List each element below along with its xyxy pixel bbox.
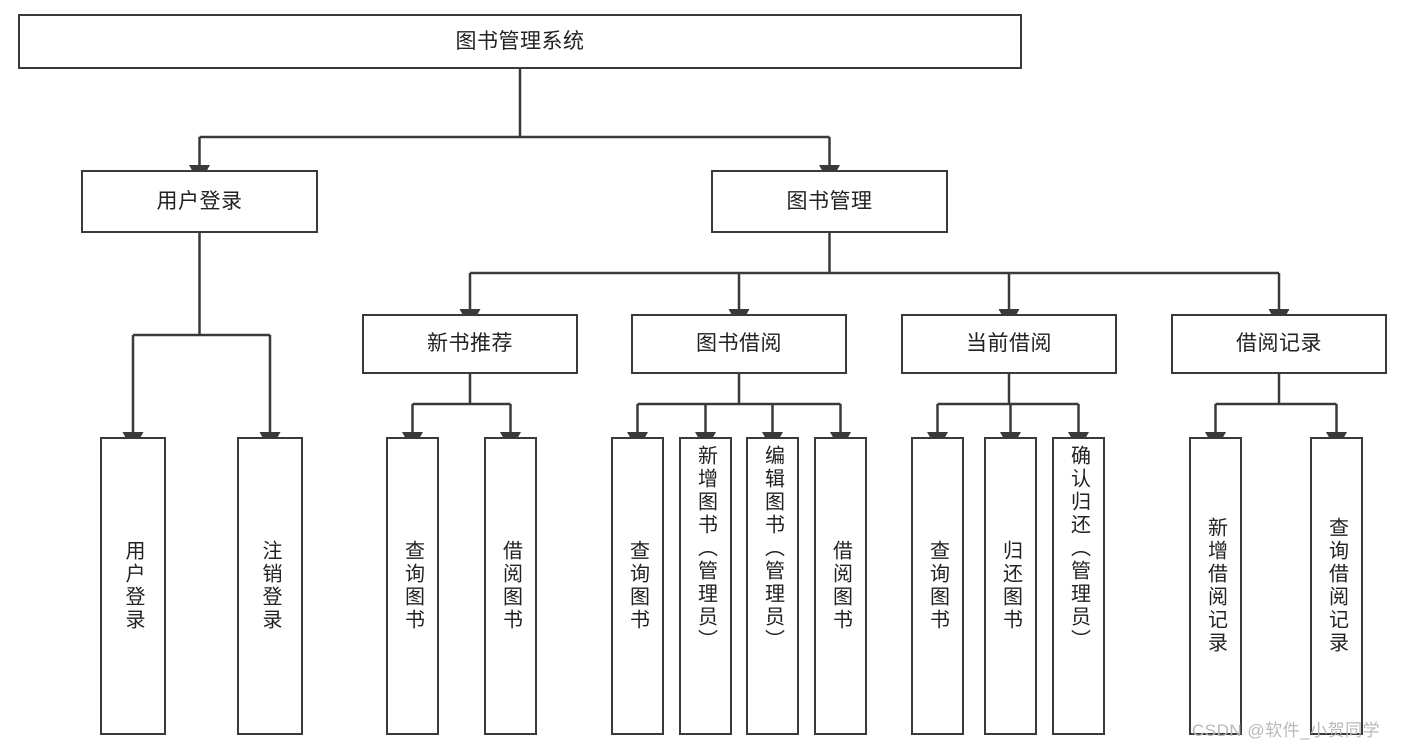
node-label: 用户登录 bbox=[156, 189, 243, 213]
node-label: 编辑图书（管理员） bbox=[761, 445, 784, 652]
node-label: 当前借阅 bbox=[966, 332, 1052, 356]
node-leaf-borrow-book-1: 借阅图书 bbox=[484, 437, 537, 735]
node-leaf-borrow-book-2: 借阅图书 bbox=[814, 437, 867, 735]
node-leaf-return-book: 归还图书 bbox=[984, 437, 1037, 735]
node-leaf-user-logout: 注销登录 bbox=[237, 437, 303, 735]
node-user-login: 用户登录 bbox=[81, 170, 318, 233]
node-leaf-query-book-3: 查询图书 bbox=[911, 437, 964, 735]
node-new-book-rec: 新书推荐 bbox=[362, 314, 578, 374]
node-label: 查询图书 bbox=[926, 540, 949, 632]
node-leaf-query-book-1: 查询图书 bbox=[386, 437, 439, 735]
node-label: 查询图书 bbox=[401, 540, 424, 632]
node-label: 注销登录 bbox=[259, 540, 281, 632]
node-book-manage: 图书管理 bbox=[711, 170, 948, 233]
node-label: 归还图书 bbox=[999, 540, 1022, 632]
node-label: 查询借阅记录 bbox=[1325, 517, 1348, 655]
node-label: 图书管理系统 bbox=[455, 29, 585, 53]
node-label: 借阅图书 bbox=[499, 540, 522, 632]
node-root: 图书管理系统 bbox=[18, 14, 1022, 69]
node-leaf-query-book-2: 查询图书 bbox=[611, 437, 664, 735]
csdn-watermark: CSDN @软件_小贺同学 bbox=[1192, 721, 1381, 740]
node-leaf-confirm-return: 确认归还（管理员） bbox=[1052, 437, 1105, 735]
node-leaf-query-record: 查询借阅记录 bbox=[1310, 437, 1363, 735]
node-leaf-add-book: 新增图书（管理员） bbox=[679, 437, 732, 735]
node-label: 确认归还（管理员） bbox=[1067, 445, 1090, 652]
node-label: 图书管理 bbox=[786, 189, 873, 213]
node-label: 图书借阅 bbox=[696, 332, 782, 356]
node-borrow-record: 借阅记录 bbox=[1171, 314, 1387, 374]
node-label: 新增借阅记录 bbox=[1204, 517, 1227, 655]
node-label: 查询图书 bbox=[626, 540, 649, 632]
node-leaf-add-record: 新增借阅记录 bbox=[1189, 437, 1242, 735]
node-label: 新书推荐 bbox=[427, 332, 513, 356]
node-leaf-user-login: 用户登录 bbox=[100, 437, 166, 735]
node-label: 用户登录 bbox=[122, 540, 144, 632]
node-label: 借阅图书 bbox=[829, 540, 852, 632]
node-current-borrow: 当前借阅 bbox=[901, 314, 1117, 374]
node-leaf-edit-book: 编辑图书（管理员） bbox=[746, 437, 799, 735]
node-label: 借阅记录 bbox=[1236, 332, 1322, 356]
node-book-borrow: 图书借阅 bbox=[631, 314, 847, 374]
node-label: 新增图书（管理员） bbox=[694, 445, 717, 652]
